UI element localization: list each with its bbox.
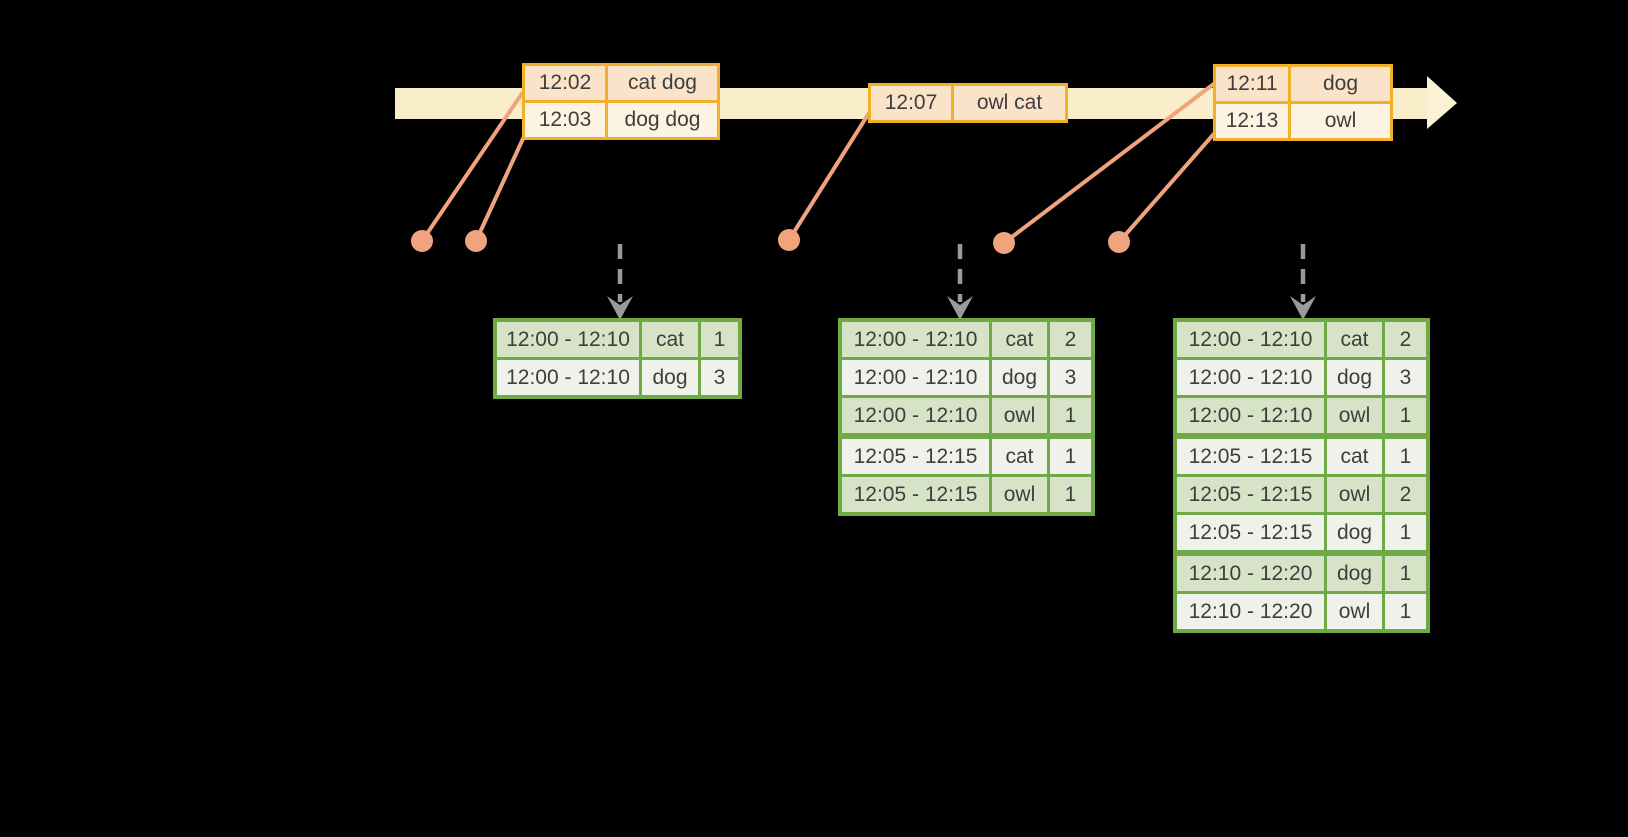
result-word-cell: dog xyxy=(1327,360,1382,395)
result-count-cell: 1 xyxy=(1050,398,1091,433)
trigger-arrows xyxy=(607,244,1316,320)
result-word-cell: dog xyxy=(1327,515,1382,550)
result-count-cell: 1 xyxy=(1385,439,1426,474)
result-word-cell: owl xyxy=(992,477,1047,512)
result-window-cell: 12:05 - 12:15 xyxy=(1177,515,1324,550)
result-count-cell: 2 xyxy=(1385,477,1426,512)
event-words-cell: dog dog xyxy=(608,103,717,137)
result-window-cell: 12:10 - 12:20 xyxy=(1177,556,1324,591)
result-window-cell: 12:00 - 12:10 xyxy=(842,398,989,433)
result-count-cell: 1 xyxy=(1385,556,1426,591)
result-count-cell: 3 xyxy=(1385,360,1426,395)
result-word-cell: owl xyxy=(1327,398,1382,433)
trigger-arrowhead-icon xyxy=(947,296,973,320)
result-word-cell: owl xyxy=(1327,477,1382,512)
result-count-cell: 1 xyxy=(1050,477,1091,512)
event-time-cell: 12:02 xyxy=(525,66,605,100)
result-word-cell: cat xyxy=(642,322,698,357)
result-window-cell: 12:05 - 12:15 xyxy=(1177,477,1324,512)
result-window-cell: 12:00 - 12:10 xyxy=(497,322,639,357)
result-window-cell: 12:00 - 12:10 xyxy=(842,322,989,357)
result-window-cell: 12:10 - 12:20 xyxy=(1177,594,1324,629)
event-words-cell: cat dog xyxy=(608,66,717,100)
result-count-cell: 1 xyxy=(1050,439,1091,474)
result-window-cell: 12:00 - 12:10 xyxy=(497,360,639,395)
event-words-cell: dog xyxy=(1291,67,1390,101)
result-word-cell: cat xyxy=(992,322,1047,357)
result-word-cell: dog xyxy=(992,360,1047,395)
result-count-cell: 1 xyxy=(1385,594,1426,629)
event-words-cell: owl xyxy=(1291,104,1390,138)
result-window-cell: 12:00 - 12:10 xyxy=(1177,398,1324,433)
result-count-cell: 3 xyxy=(1050,360,1091,395)
event-connector-line xyxy=(1117,126,1221,244)
result-count-cell: 2 xyxy=(1385,322,1426,357)
event-time-cell: 12:03 xyxy=(525,103,605,137)
result-count-cell: 1 xyxy=(1385,515,1426,550)
result-window-cell: 12:05 - 12:15 xyxy=(1177,439,1324,474)
result-word-cell: cat xyxy=(1327,322,1382,357)
result-word-cell: owl xyxy=(1327,594,1382,629)
result-count-cell: 1 xyxy=(701,322,738,357)
event-connector-line xyxy=(420,90,525,243)
event-dot-icon xyxy=(411,230,433,252)
result-window-cell: 12:00 - 12:10 xyxy=(1177,360,1324,395)
event-time-cell: 12:07 xyxy=(871,86,951,120)
event-dot-icon xyxy=(778,229,800,251)
result-window-cell: 12:05 - 12:15 xyxy=(842,477,989,512)
timeline-arrowhead-icon xyxy=(1427,76,1457,129)
result-word-cell: dog xyxy=(642,360,698,395)
result-window-cell: 12:00 - 12:10 xyxy=(1177,322,1324,357)
event-words-cell: owl cat xyxy=(954,86,1065,120)
result-window-cell: 12:00 - 12:10 xyxy=(842,360,989,395)
event-dot-icon xyxy=(1108,231,1130,253)
event-connector-line xyxy=(474,129,529,242)
trigger-arrowhead-icon xyxy=(1290,296,1316,320)
event-connectors xyxy=(411,81,1221,254)
event-dot-icon xyxy=(993,232,1015,254)
result-word-cell: cat xyxy=(992,439,1047,474)
event-connector-line xyxy=(787,111,871,242)
result-word-cell: cat xyxy=(1327,439,1382,474)
event-dot-icon xyxy=(465,230,487,252)
result-count-cell: 2 xyxy=(1050,322,1091,357)
event-time-cell: 12:11 xyxy=(1216,67,1288,101)
result-word-cell: dog xyxy=(1327,556,1382,591)
event-connector-line xyxy=(1002,81,1217,245)
result-window-cell: 12:05 - 12:15 xyxy=(842,439,989,474)
result-word-cell: owl xyxy=(992,398,1047,433)
event-time-cell: 12:13 xyxy=(1216,104,1288,138)
result-count-cell: 3 xyxy=(701,360,738,395)
trigger-arrowhead-icon xyxy=(607,296,633,320)
result-count-cell: 1 xyxy=(1385,398,1426,433)
